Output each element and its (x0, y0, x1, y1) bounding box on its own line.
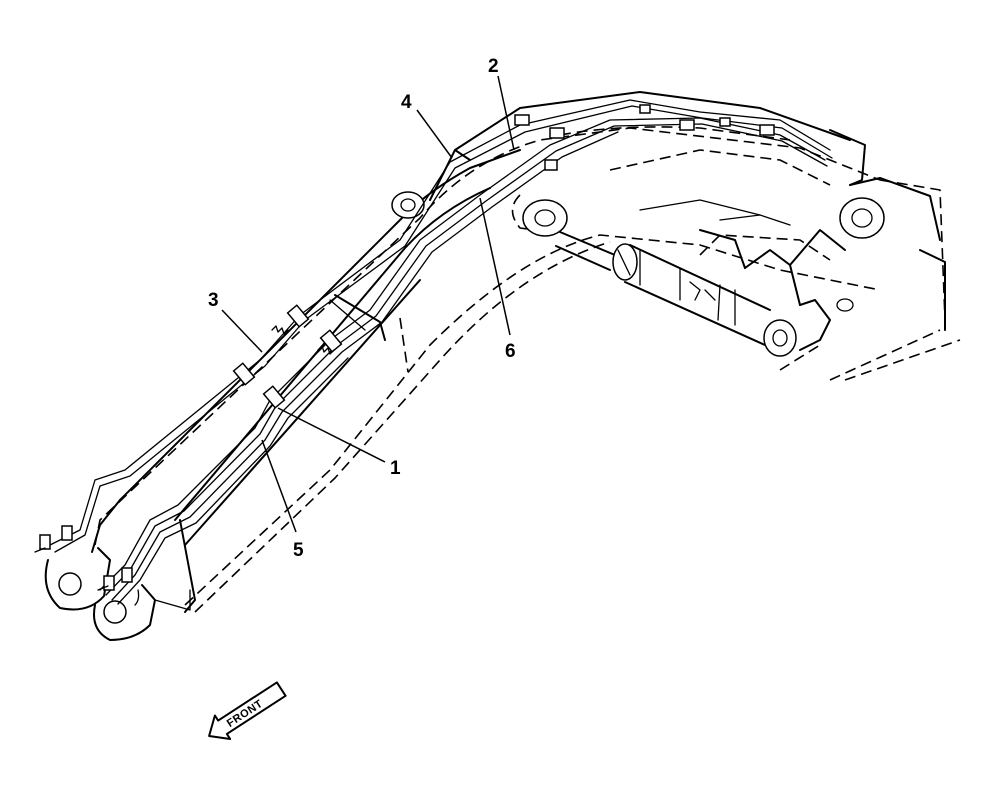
boom-hidden-outline (94, 126, 961, 613)
boom-pin-hole-right (103, 600, 127, 624)
cylinder-head (763, 319, 797, 357)
knee-pin-boss (391, 191, 425, 219)
cylinder-rod-eye (522, 199, 568, 237)
leader-line-3 (221, 309, 263, 353)
leader-line-4 (416, 109, 453, 159)
boom-cylinder (555, 231, 797, 357)
boom-structure (44, 91, 946, 641)
callout-5: 5 (293, 540, 304, 561)
front-direction-arrow: FRONT (208, 681, 287, 740)
hydraulic-lines (34, 99, 833, 605)
leader-line-6 (479, 197, 511, 336)
callout-4: 4 (401, 92, 412, 113)
callout-2: 2 (488, 56, 499, 77)
callout-1: 1 (390, 458, 401, 479)
callout-labels: 1 2 3 4 5 6 (208, 56, 516, 561)
callout-6: 6 (505, 341, 516, 362)
boom-foot-pin-boss (839, 197, 885, 239)
leader-line-2 (497, 75, 515, 151)
leader-line-5 (261, 439, 297, 533)
callout-leaders (221, 75, 515, 533)
callout-3: 3 (208, 290, 219, 311)
boom-pin-hole-left (58, 572, 82, 596)
leader-line-1 (277, 407, 386, 463)
